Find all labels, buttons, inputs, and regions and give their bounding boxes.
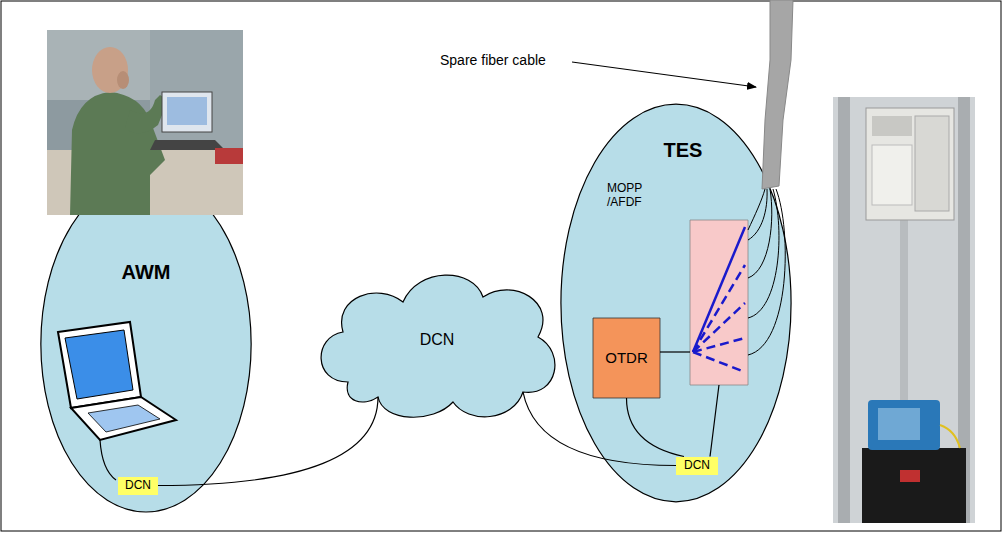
panel-label: MOPP /AFDF: [607, 182, 653, 210]
tes-ellipse-shape: [560, 103, 792, 503]
dcn-cloud: DCN: [308, 262, 564, 422]
device-label: OTDR: [605, 349, 648, 366]
site-title: AWM: [122, 261, 171, 284]
outline: [118, 477, 158, 495]
network-title: DCN: [420, 331, 455, 349]
port-label: DCN: [125, 479, 151, 493]
equipment-rack-photo: [833, 97, 975, 523]
fiber-cable: [762, 0, 793, 189]
outline: [41, 176, 251, 512]
site-title: TES: [664, 139, 703, 162]
awm-ellipse: AWM DCN: [40, 175, 252, 513]
outline: [593, 318, 660, 398]
dcn-port-label: DCN: [676, 457, 718, 475]
otdr-box: OTDR: [593, 318, 660, 398]
callout-label: Spare fiber cable: [440, 52, 546, 68]
dcn-port-label: DCN: [118, 477, 158, 495]
outline: [690, 220, 748, 385]
awm-ellipse-shape: [40, 175, 252, 513]
connector-line: [660, 351, 690, 352]
fiber-switch-panel-shape: [690, 220, 748, 385]
outline: [676, 457, 718, 475]
port-label: DCN: [684, 459, 710, 473]
technician-photo: [47, 30, 243, 215]
tes-ellipse: TES MOPP /AFDF OTDR DCN: [560, 103, 792, 503]
outline: [321, 275, 555, 417]
outline: [561, 104, 791, 502]
leader-arrow: [572, 62, 756, 87]
fiber-switch-panel: MOPP /AFDF: [690, 220, 748, 385]
